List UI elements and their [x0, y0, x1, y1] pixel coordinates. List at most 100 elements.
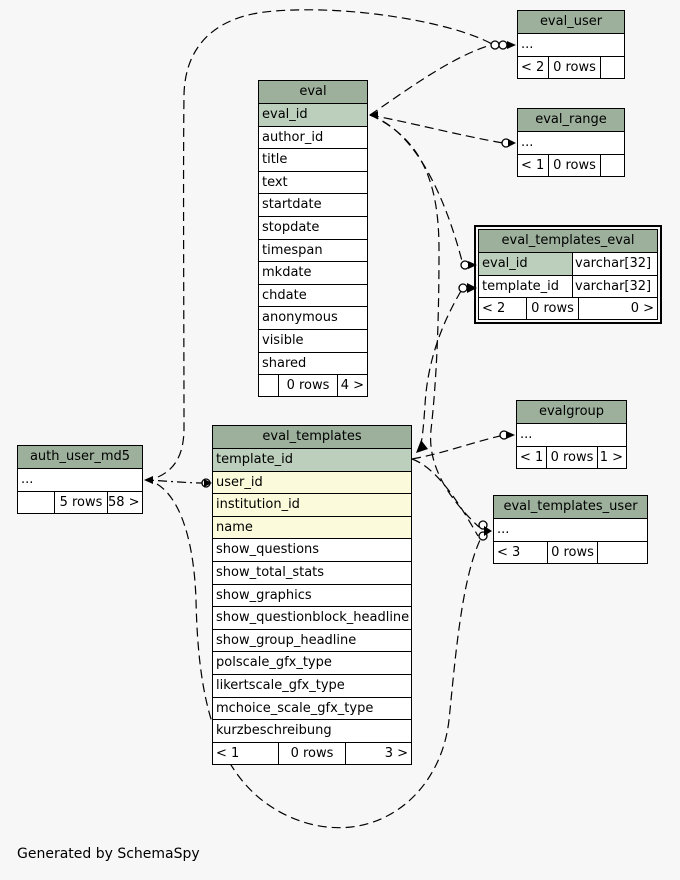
connector-arrow: [484, 526, 492, 536]
connector-circle: [460, 260, 470, 270]
column-type: varchar[32]: [572, 253, 657, 275]
column-label: user_id: [216, 474, 263, 490]
column-label: chdate: [262, 287, 307, 303]
column-eval-mkdate: mkdate: [259, 262, 367, 285]
row-count: 0 rows: [548, 541, 598, 563]
column-label: mkdate: [262, 265, 312, 281]
column-eval_range-ellipsis: ...: [518, 132, 624, 155]
row-count: 0 rows: [279, 375, 338, 397]
connector-arrow: [507, 41, 516, 49]
column-eval_templates-name: name: [213, 516, 411, 540]
rel-eval_user-auth_user_md5: [157, 9, 493, 478]
column-label: likertscale_gfx_type: [216, 677, 345, 693]
connector-arrow: [369, 111, 378, 119]
table-title-eval_templates_user[interactable]: eval_templates_user: [494, 496, 647, 519]
column-eval_templates-likertscale_gfx_type: likertscale_gfx_type: [213, 674, 411, 698]
rel-eval-eval_templates_user: [369, 114, 480, 528]
column-label: ...: [521, 135, 534, 150]
column-label: show_questions: [216, 542, 320, 558]
column-eval-eval_id: eval_id: [259, 104, 367, 127]
column-eval-chdate: chdate: [259, 284, 367, 308]
column-eval_templates-show_group_headline: show_group_headline: [213, 629, 411, 653]
parent-count: < 2: [479, 298, 527, 320]
column-label: show_total_stats: [216, 564, 325, 580]
rel-eval-eval_user: [369, 44, 492, 116]
column-label: show_questionblock_headline: [216, 610, 410, 626]
column-label: shared: [262, 355, 307, 371]
column-eval_user-ellipsis: ...: [518, 34, 624, 57]
child-count: 3 >: [384, 745, 408, 761]
column-label: ...: [21, 472, 34, 487]
child-count: 0 >: [630, 301, 654, 317]
column-label: title: [262, 152, 288, 168]
table-title-auth_user_md5[interactable]: auth_user_md5: [18, 446, 142, 469]
rel-eval_templates_user-auth_user_md5: [156, 483, 481, 829]
column-auth_user_md5-ellipsis: ...: [18, 469, 142, 492]
column-eval-title: title: [259, 149, 367, 172]
column-label: eval_id: [262, 104, 367, 126]
column-eval_templates_user-ellipsis: ...: [494, 519, 647, 542]
connector-arrow: [144, 476, 153, 484]
column-label: ...: [521, 37, 534, 52]
row-count: 5 rows: [55, 491, 108, 513]
connector-arrow: [204, 479, 212, 487]
table-title-eval_templates_eval[interactable]: eval_templates_eval: [479, 230, 657, 253]
connector-arrow: [467, 283, 477, 293]
column-label: show_group_headline: [216, 632, 357, 648]
parent-count: < 1: [517, 446, 547, 468]
parent-count: [259, 375, 279, 397]
connector-arrow: [468, 261, 477, 269]
column-eval_templates-show_questionblock_headline: show_questionblock_headline: [213, 607, 411, 630]
column-label: text: [262, 174, 288, 190]
caption: Generated by SchemaSpy: [17, 846, 200, 862]
column-label: startdate: [262, 197, 322, 213]
column-eval-timespan: timespan: [259, 239, 367, 263]
column-eval-visible: visible: [259, 329, 367, 353]
table-title-eval_user[interactable]: eval_user: [518, 11, 624, 34]
column-eval-text: text: [259, 171, 367, 195]
table-title-eval_range[interactable]: eval_range: [518, 109, 624, 132]
table-title-eval_templates[interactable]: eval_templates: [213, 426, 411, 449]
child-count: 1 >: [599, 449, 623, 465]
row-count: 0 rows: [527, 298, 579, 320]
column-label: show_graphics: [216, 587, 312, 603]
column-eval-anonymous: anonymous: [259, 307, 367, 330]
connector-arrow: [506, 431, 515, 439]
column-label: author_id: [262, 129, 324, 145]
column-label: polscale_gfx_type: [216, 655, 332, 671]
column-label: ...: [520, 427, 533, 442]
row-count: 0 rows: [549, 56, 601, 78]
column-label: ...: [497, 522, 510, 537]
column-label: template_id: [216, 449, 411, 471]
column-eval_templates-kurzbeschreibung: kurzbeschreibung: [213, 720, 411, 743]
column-eval-startdate: startdate: [259, 194, 367, 217]
rel-evalgroup-eval_templates: [411, 435, 501, 460]
column-type: varchar[32]: [572, 275, 657, 298]
table-title-eval[interactable]: eval: [259, 81, 367, 104]
parent-count: < 3: [494, 541, 548, 563]
column-eval_templates-show_total_stats: show_total_stats: [213, 561, 411, 585]
rel-eval-eval_templates_eval: [369, 114, 463, 262]
column-eval_templates-mchoice_scale_gfx_type: mchoice_scale_gfx_type: [213, 697, 411, 721]
child-count: [601, 155, 624, 176]
column-eval-stopdate: stopdate: [259, 216, 367, 240]
parent-count: [18, 491, 55, 513]
table-title-evalgroup[interactable]: evalgroup: [517, 401, 626, 424]
parent-count: < 1: [518, 154, 549, 176]
column-label: visible: [262, 332, 304, 348]
connector-arrow: [508, 139, 516, 147]
